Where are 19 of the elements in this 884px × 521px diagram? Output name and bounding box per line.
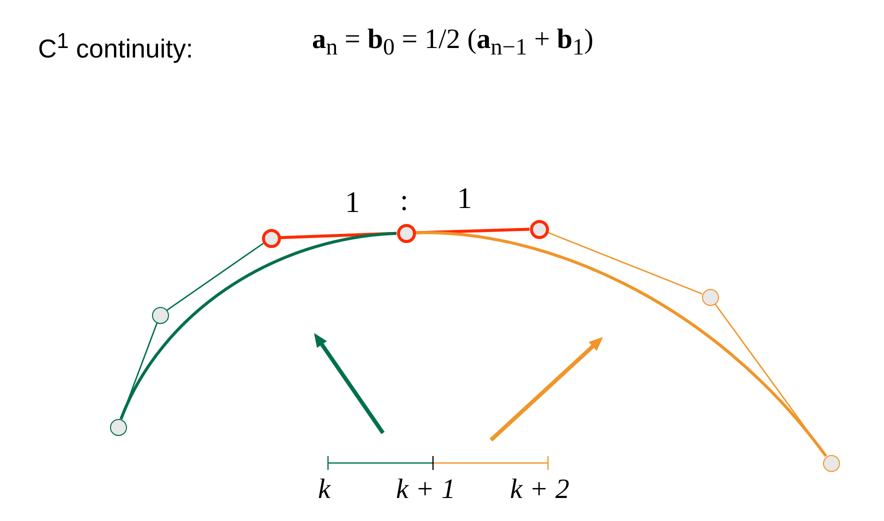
axis-label: k + 2 (510, 474, 570, 506)
axis-label: k + 1 (396, 474, 456, 506)
heading: C$^{1}$ continuity: (38, 28, 194, 65)
control-point (822, 454, 840, 472)
ratio-colon: : (400, 184, 408, 218)
control-point (110, 418, 126, 436)
control-point (152, 306, 168, 324)
curve (415, 231, 828, 458)
control-point (702, 288, 718, 306)
curve (120, 232, 397, 420)
control-line (166, 242, 264, 311)
control-point (262, 228, 280, 248)
axis-label: k (318, 474, 330, 506)
control-point (396, 224, 416, 242)
control-point (530, 220, 548, 238)
control-line (548, 232, 702, 295)
formula: a$_{n}$ = b$_{0}$ = 1/2 (a$_{n−1}$ + b$_{1}$) (312, 24, 594, 62)
ratio-number: 1 (457, 182, 472, 216)
ratio-number: 1 (345, 186, 360, 220)
